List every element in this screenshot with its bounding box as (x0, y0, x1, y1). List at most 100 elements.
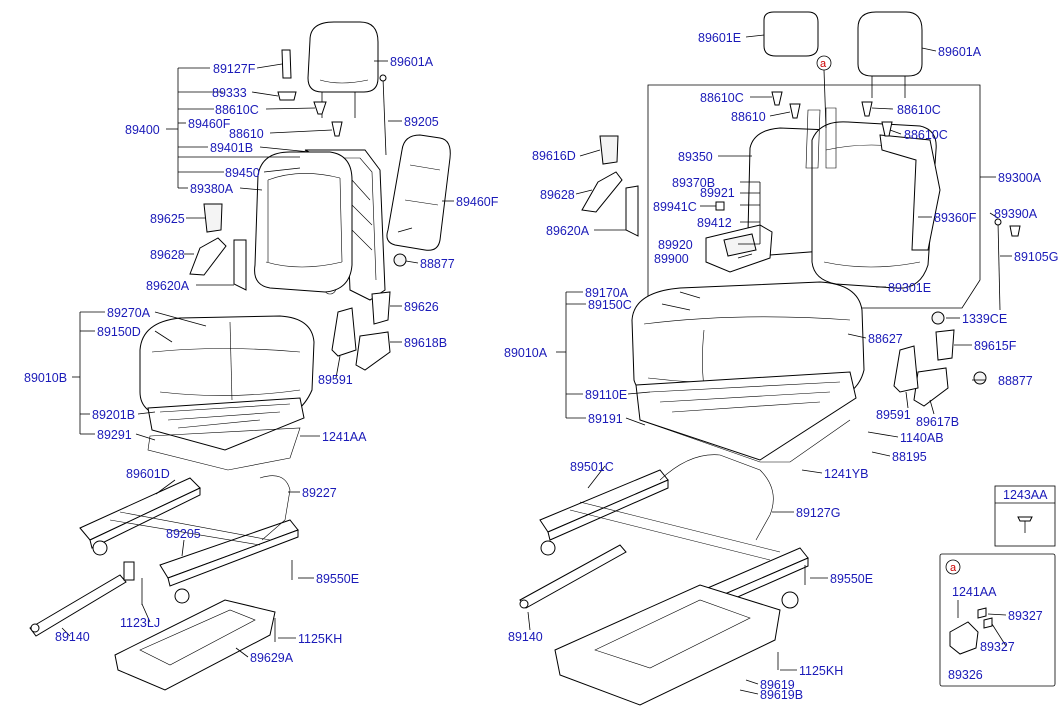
label-88877: 88877 (420, 257, 455, 271)
label-89227: 89227 (302, 486, 337, 500)
label-89401B: 89401B (210, 141, 253, 155)
label-1241AA: 1241AA (322, 430, 367, 444)
label-88610C-r2: 88610C (897, 103, 941, 117)
label-89616D: 89616D (532, 149, 576, 163)
side-brackets-right (581, 135, 987, 407)
label-89412: 89412 (697, 216, 732, 230)
label-89205-cable: 89205 (166, 527, 201, 541)
label-89628: 89628 (150, 248, 185, 262)
label-88610-r: 88610 (731, 110, 766, 124)
label-89941C: 89941C (653, 200, 697, 214)
label-89920: 89920 (658, 238, 693, 252)
label-1125KH: 1125KH (298, 632, 342, 646)
label-89601D: 89601D (126, 467, 170, 481)
label-89460F-panel: 89460F (456, 195, 499, 209)
label-89390A: 89390A (994, 207, 1038, 221)
label-1125KH-right: 1125KH (799, 664, 843, 678)
label-1140AB: 1140AB (900, 431, 944, 445)
label-89501C: 89501C (570, 460, 614, 474)
label-89110E: 89110E (585, 388, 627, 402)
inset-label-1243AA: 1243AA (1003, 488, 1048, 502)
label-89360F: 89360F (934, 211, 977, 225)
label-89619B: 89619B (760, 688, 803, 702)
label-89010B: 89010B (24, 371, 67, 385)
label-89140: 89140 (55, 630, 90, 644)
label-89127F: 89127F (213, 62, 256, 76)
label-89601A: 89601A (390, 55, 434, 69)
label-89900: 89900 (654, 252, 689, 266)
label-88610: 88610 (229, 127, 264, 141)
label-89326: 89326 (948, 668, 983, 682)
label-89615F: 89615F (974, 339, 1017, 353)
label-89150C: 89150C (588, 298, 632, 312)
label-89350: 89350 (678, 150, 713, 164)
part-labels: 89127F 89333 88610C 89400 89460F 88610 8… (24, 31, 1058, 702)
label-88610C: 88610C (215, 103, 259, 117)
small-parts-top-left (277, 49, 413, 233)
label-89201B: 89201B (92, 408, 135, 422)
seat-back-right (747, 107, 941, 289)
label-89400: 89400 (125, 123, 160, 137)
label-89550E: 89550E (316, 572, 359, 586)
inset-box-a (939, 553, 1056, 687)
leader-lines (61, 34, 1012, 695)
label-89921: 89921 (700, 186, 735, 200)
label-89370B: 89370B (672, 176, 715, 190)
label-89140-right: 89140 (508, 630, 543, 644)
seat-tray-right (554, 584, 781, 706)
label-88610C-r3: 88610C (904, 128, 948, 142)
headrest-right-small (763, 11, 819, 57)
side-brackets-right-left (331, 291, 391, 371)
side-brackets-left (189, 203, 247, 291)
label-89380A: 89380A (190, 182, 234, 196)
label-89270A: 89270A (107, 306, 151, 320)
headrest-right-large (857, 11, 923, 98)
label-89618B: 89618B (404, 336, 447, 350)
seat-back-cushion-left (254, 151, 353, 293)
label-89150D: 89150D (97, 325, 141, 339)
label-89620A-right: 89620A (546, 224, 590, 238)
label-1339CE: 1339CE (962, 312, 1007, 326)
label-89625: 89625 (150, 212, 185, 226)
inset-a-marker: a (950, 562, 957, 574)
label-89105G: 89105G (1014, 250, 1058, 264)
label-89591-right: 89591 (876, 408, 911, 422)
seat-tracks-left (29, 475, 299, 637)
seat-back-group-outline (647, 84, 981, 309)
label-89629A: 89629A (250, 651, 294, 665)
label-89301E: 89301E (888, 281, 931, 295)
label-89191: 89191 (588, 412, 623, 426)
label-88877-right: 88877 (998, 374, 1033, 388)
label-89628-right: 89628 (540, 188, 575, 202)
label-89127G: 89127G (796, 506, 840, 520)
seat-frame-left (147, 397, 305, 471)
label-89620A: 89620A (146, 279, 190, 293)
label-89601A-right: 89601A (938, 45, 982, 59)
label-89460F: 89460F (188, 117, 231, 131)
callout-a-text: a (820, 58, 827, 70)
label-89010A: 89010A (504, 346, 548, 360)
small-parts-right (715, 91, 1021, 325)
label-89617B: 89617B (916, 415, 959, 429)
label-89601E: 89601E (698, 31, 741, 45)
label-89626: 89626 (404, 300, 439, 314)
label-88627: 88627 (868, 332, 903, 346)
label-89300A: 89300A (998, 171, 1042, 185)
label-89170A: 89170A (585, 286, 629, 300)
armrest-right (705, 224, 773, 273)
label-89327-b: 89327 (980, 640, 1015, 654)
label-89550E-right: 89550E (830, 572, 873, 586)
label-89591: 89591 (318, 373, 353, 387)
seat-tracks-right (519, 454, 809, 619)
label-1123LJ: 1123LJ (120, 616, 160, 630)
label-89205: 89205 (404, 115, 439, 129)
label-1241AA-inset: 1241AA (952, 585, 997, 599)
label-89450: 89450 (225, 166, 260, 180)
label-89333: 89333 (212, 86, 247, 100)
headrest-left (307, 21, 379, 118)
label-1241YB: 1241YB (824, 467, 868, 481)
label-88610C-r1: 88610C (700, 91, 744, 105)
label-89619: 89619 (760, 678, 795, 692)
